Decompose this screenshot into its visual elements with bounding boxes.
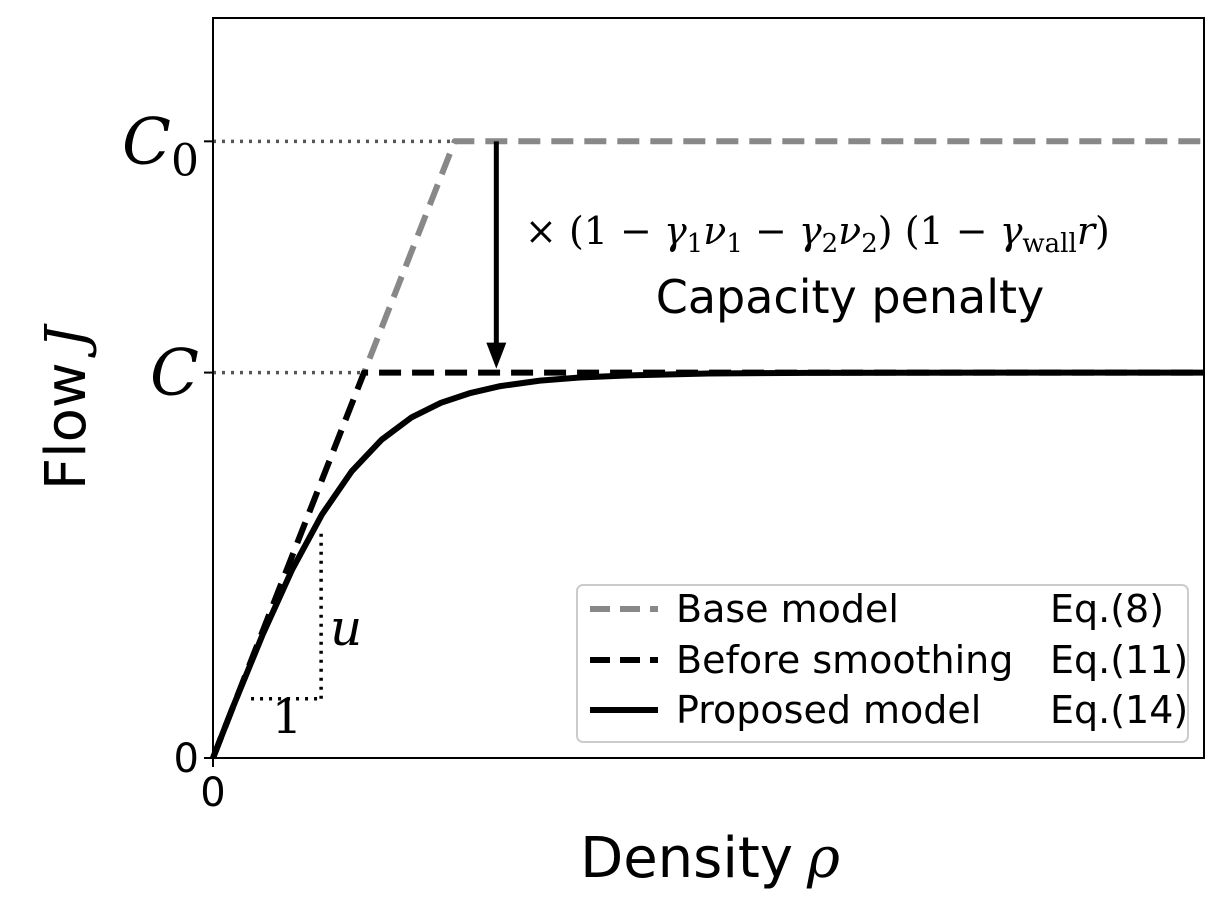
capacity-penalty-label: Capacity penalty: [656, 270, 1045, 324]
slope-run-label: 1: [272, 689, 303, 745]
axis-ticks: 0 C C0 0: [122, 105, 226, 816]
reference-guides: [213, 139, 455, 375]
penalty-arrow-head: [486, 342, 507, 369]
penalty-arrow: [486, 141, 507, 369]
legend-eq-base: Eq.(8): [1050, 587, 1164, 631]
y-tick-label: C: [150, 337, 199, 411]
slope-rise-label: u: [330, 599, 362, 657]
legend-entry-proposed: Proposed model Eq.(14): [590, 688, 1188, 732]
legend-label-before: Before smoothing: [676, 638, 1013, 682]
penalty-formula: × (1 − γ1ν1 − γ2ν2) (1 − γwallr): [525, 209, 1110, 259]
legend-box: [576, 584, 1189, 743]
legend-eq-before: Eq.(11): [1050, 638, 1188, 682]
legend-label-base: Base model: [676, 587, 899, 631]
series-base-model: [210, 138, 1204, 760]
legend-eq-proposed: Eq.(14): [1050, 688, 1188, 732]
legend-label-proposed: Proposed model: [676, 688, 981, 732]
y-tick-label: C0: [122, 105, 199, 186]
y-tick-label: 0: [174, 736, 199, 782]
legend-entry-base: Base model Eq.(8): [590, 587, 1164, 631]
legend: Base model Eq.(8) Before smoothing Eq.(1…: [576, 584, 1189, 743]
legend-entry-before: Before smoothing Eq.(11): [590, 638, 1188, 682]
slope-triangle: [251, 528, 323, 701]
plot-frame: [212, 17, 1205, 759]
x-axis-label: Density ρ: [580, 826, 840, 891]
series-proposed-model: [210, 369, 1204, 760]
series-curves: [210, 138, 1204, 760]
y-axis-label: Flow J: [34, 322, 99, 490]
x-tick-label: 0: [200, 770, 225, 816]
